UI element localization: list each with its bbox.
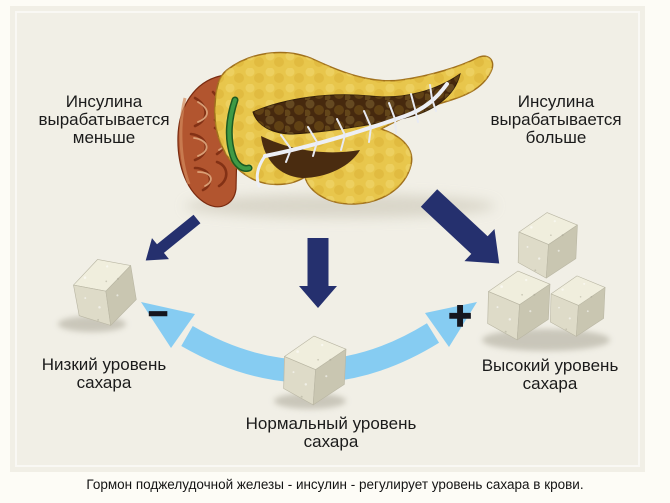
minus-sign: − — [147, 295, 168, 333]
bile-duct — [225, 96, 253, 172]
high-sugar-label: Высокий уровень сахара — [481, 356, 619, 393]
pancreas-shadow — [185, 194, 495, 218]
insulin-arrows — [145, 189, 500, 308]
normal-sugar-label: Нормальный уровень сахара — [245, 414, 417, 451]
arrow-normal-insulin — [299, 238, 337, 308]
sugar-cubes — [58, 212, 610, 409]
low-sugar-label: Низкий уровень сахара — [41, 355, 167, 392]
arrow-more-insulin — [420, 189, 500, 264]
sugar-cube-high-right — [550, 275, 606, 337]
insulin-more-label: Инсулина вырабатывается больше — [490, 92, 622, 147]
sugar-cube-high-top — [517, 212, 578, 279]
pancreatic-duct — [255, 82, 449, 188]
caption: Гормон поджелудочной железы - инсулин - … — [86, 477, 584, 492]
insulin-less-label: Инсулина вырабатывается меньше — [38, 92, 170, 147]
arrow-less-insulin — [145, 214, 201, 261]
plus-sign: + — [448, 294, 473, 338]
cube-shadow-high — [482, 329, 610, 351]
pancreas-cutaway — [252, 72, 461, 178]
cycle-arrowhead-right — [425, 302, 477, 347]
cycle-arrowhead-left — [141, 302, 195, 348]
pancreas-illustration — [177, 51, 495, 218]
